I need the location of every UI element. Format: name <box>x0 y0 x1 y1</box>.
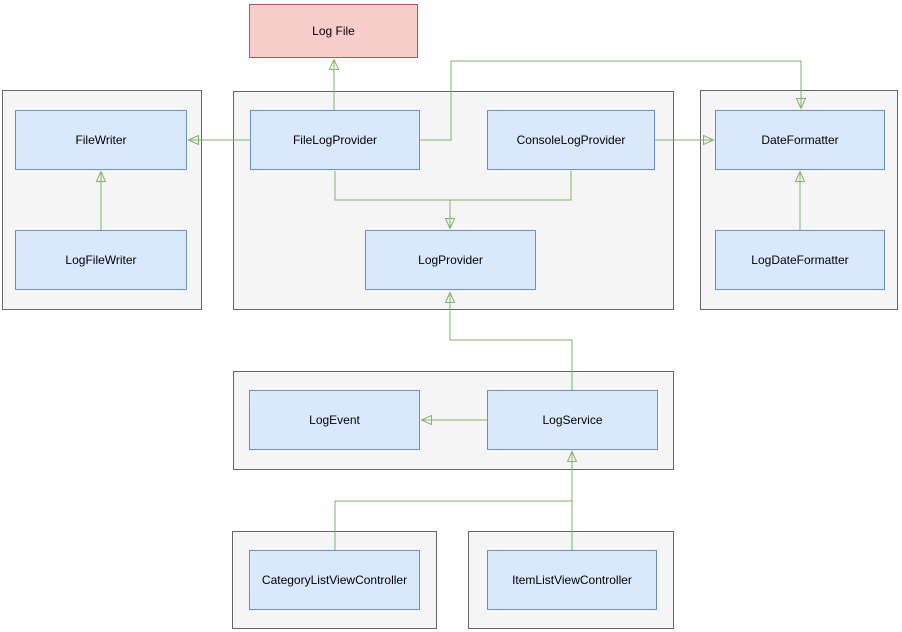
node-log-event[interactable]: LogEvent <box>249 390 420 450</box>
node-log-file-label: Log File <box>312 23 355 38</box>
node-date-formatter-label: DateFormatter <box>761 132 839 147</box>
node-file-writer[interactable]: FileWriter <box>15 110 187 170</box>
node-category-list-view-controller-label: CategoryListViewController <box>261 572 408 587</box>
node-log-provider[interactable]: LogProvider <box>365 230 536 290</box>
node-file-log-provider-label: FileLogProvider <box>292 132 378 147</box>
node-log-file-writer[interactable]: LogFileWriter <box>15 230 187 290</box>
node-console-log-provider[interactable]: ConsoleLogProvider <box>487 110 655 170</box>
node-log-date-formatter[interactable]: LogDateFormatter <box>715 230 885 290</box>
node-log-service[interactable]: LogService <box>487 390 658 450</box>
node-date-formatter[interactable]: DateFormatter <box>715 110 885 170</box>
node-log-provider-label: LogProvider <box>418 252 483 267</box>
node-log-event-label: LogEvent <box>309 412 360 427</box>
node-file-log-provider[interactable]: FileLogProvider <box>250 110 420 170</box>
node-item-list-view-controller-label: ItemListViewController <box>512 572 632 587</box>
node-file-writer-label: FileWriter <box>75 132 127 147</box>
node-console-log-provider-label: ConsoleLogProvider <box>516 132 626 147</box>
node-log-date-formatter-label: LogDateFormatter <box>751 252 849 267</box>
node-item-list-view-controller[interactable]: ItemListViewController <box>487 550 657 610</box>
node-category-list-view-controller[interactable]: CategoryListViewController <box>249 550 420 610</box>
node-log-service-label: LogService <box>542 412 603 427</box>
node-log-file[interactable]: Log File <box>249 4 418 58</box>
node-log-file-writer-label: LogFileWriter <box>65 252 137 267</box>
